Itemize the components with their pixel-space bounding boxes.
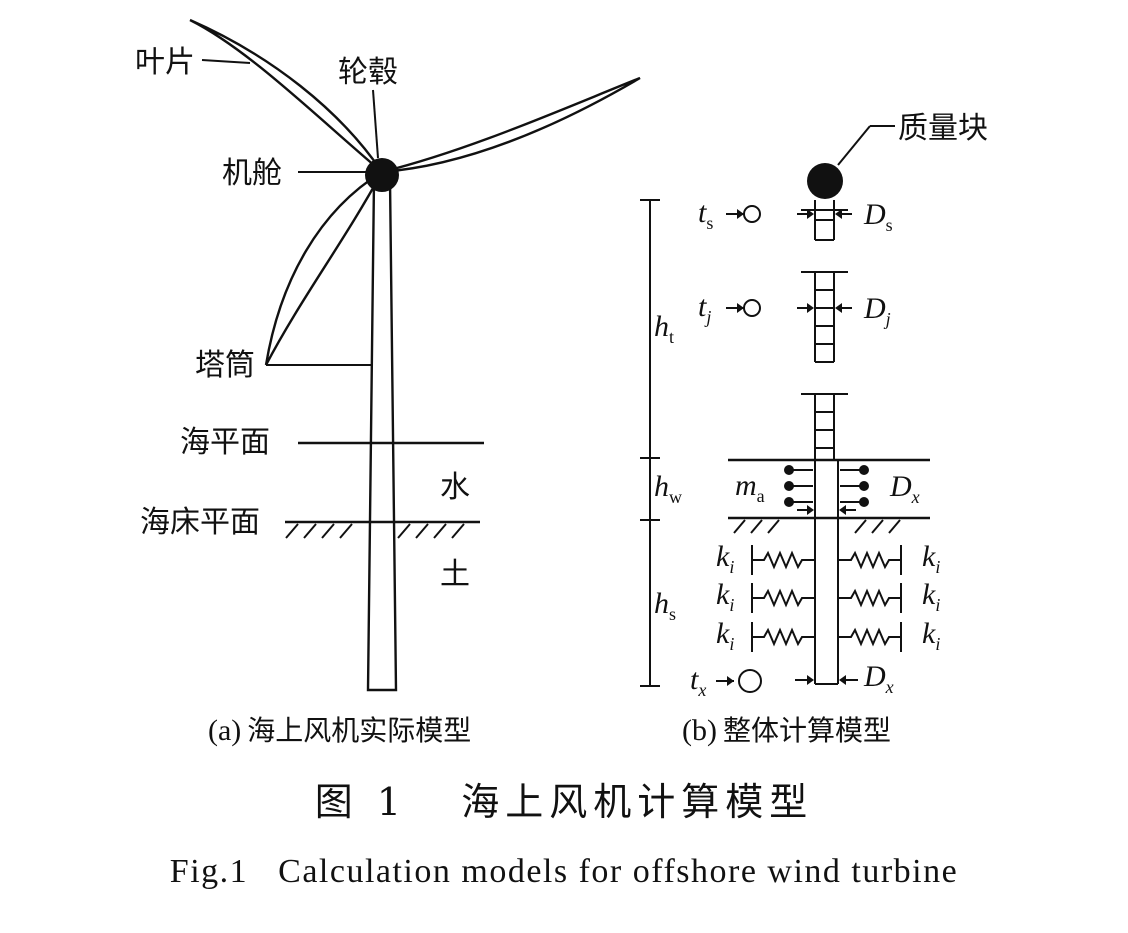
spring-left-3: [751, 622, 815, 652]
blade-upper-left: [189, 18, 383, 173]
tower-segment-top: [801, 200, 848, 241]
label-blade: 叶片: [135, 45, 195, 80]
label-d-j: Dj: [863, 292, 891, 329]
label-hub: 轮毂: [338, 55, 398, 90]
d-marker-s: [797, 209, 852, 219]
t-marker-s: [726, 205, 761, 223]
t-marker-x: [716, 669, 762, 693]
label-tower: 塔筒: [195, 348, 255, 383]
label-nacelle: 机舱: [222, 156, 282, 191]
nacelle-hub-ball: [365, 158, 399, 192]
t-marker-j: [726, 299, 761, 317]
seabed-hatch: [285, 523, 465, 539]
label-sea-level: 海平面: [180, 425, 270, 460]
label-k-right-3: ki: [922, 617, 940, 654]
label-h-t: ht: [654, 310, 674, 347]
spring-left-2: [751, 583, 815, 613]
pile-body: [814, 460, 839, 685]
label-t-x: tx: [690, 663, 706, 700]
panel-a-caption: (a)海上风机实际模型: [208, 714, 471, 747]
blade-right: [381, 76, 641, 174]
added-mass-right: [840, 465, 869, 507]
d-marker-x-bottom: [795, 675, 858, 685]
label-d-s: Ds: [863, 198, 893, 235]
label-k-left-3: ki: [716, 617, 734, 654]
label-h-s: hs: [654, 587, 676, 624]
label-k-right-2: ki: [922, 578, 940, 615]
panel-a-turbine: 叶片 轮毂 机舱 塔筒 海平面 水 海床平面 土 (a)海上风机实际模型: [135, 18, 641, 747]
leader-blade: [201, 59, 251, 64]
spring-right-3: [838, 622, 902, 652]
leader-mass: [837, 125, 871, 166]
spring-right-1: [838, 545, 902, 575]
label-m-a: ma: [735, 469, 765, 506]
added-mass-left: [784, 465, 813, 507]
tower-body: [366, 179, 398, 692]
blade-lower-left: [264, 168, 386, 366]
label-mass: 质量块: [898, 111, 988, 146]
label-k-left-1: ki: [716, 540, 734, 577]
label-t-s: ts: [698, 196, 713, 233]
label-seabed: 海床平面: [140, 505, 260, 540]
leader-hub: [372, 89, 379, 159]
figure-caption-cn: 图 1 海上风机计算模型: [315, 780, 814, 824]
tower-segment-middle: [801, 271, 848, 395]
label-d-x-bottom: Dx: [863, 660, 894, 697]
spring-right-2: [838, 583, 902, 613]
d-marker-x-water: [797, 505, 856, 515]
label-h-w: hw: [654, 470, 682, 507]
label-water: 水: [440, 470, 470, 505]
height-dimension: [640, 199, 660, 687]
model-seabed-hatch: [733, 519, 901, 534]
label-d-x-water: Dx: [889, 470, 920, 507]
label-t-j: tj: [698, 290, 711, 327]
panel-b-model: 质量块 ht hw hs: [640, 111, 988, 747]
label-k-right-1: ki: [922, 540, 940, 577]
d-marker-j: [797, 303, 852, 313]
label-soil: 土: [440, 557, 470, 592]
spring-left-1: [751, 545, 815, 575]
mass-block: [807, 163, 843, 199]
tower-segment-lower: [814, 394, 835, 460]
panel-b-caption: (b)整体计算模型: [682, 714, 891, 747]
figure-caption-en: Fig.1 Calculation models for offshore wi…: [170, 853, 958, 890]
label-k-left-2: ki: [716, 578, 734, 615]
